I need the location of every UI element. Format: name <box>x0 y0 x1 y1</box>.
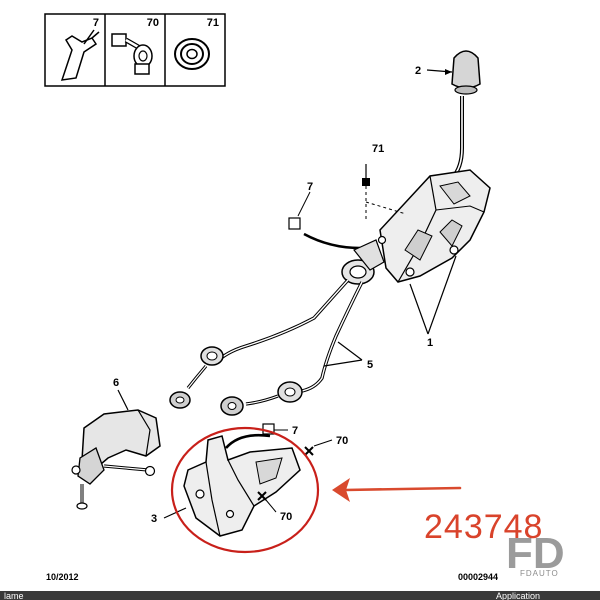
shifter-base-housing <box>377 169 491 283</box>
clip-icon <box>60 29 100 81</box>
footer-date: 10/2012 <box>46 572 79 582</box>
highlight-circle <box>170 426 320 554</box>
callout-7-lower: 7 <box>292 425 298 437</box>
part-number-label: 243748 <box>424 508 543 546</box>
clip-7-marker-upper <box>288 217 301 230</box>
callout-70-upper: 70 <box>336 435 348 447</box>
watermark-logo: FD <box>506 529 565 578</box>
callout-71: 71 <box>372 143 384 155</box>
fdauto-watermark: FD FDAUTO <box>506 529 565 578</box>
bottom-strip-left-label: lame <box>4 591 24 600</box>
highlight-arrow <box>332 478 462 502</box>
watermark-text: FDAUTO <box>520 569 559 578</box>
callout-3: 3 <box>151 513 157 525</box>
cable-bracket-upper <box>341 239 385 285</box>
bottom-strip <box>0 591 600 600</box>
cable-support-bracket <box>183 433 301 537</box>
parts-legend-box: 7 70 71 <box>44 13 226 87</box>
bolt-70-marker-upper <box>304 446 314 456</box>
grommet-icon <box>174 38 210 70</box>
grommet-71-marker <box>362 178 370 186</box>
gearbox-linkage <box>71 409 161 510</box>
footer-ref: 00002944 <box>458 572 498 582</box>
callout-6: 6 <box>113 377 119 389</box>
bolt-washer-icon <box>111 33 153 75</box>
callout-2: 2 <box>415 65 421 77</box>
legend-ref-7: 7 <box>93 17 99 29</box>
gear-knob <box>451 50 481 95</box>
bolt-70-marker-lower <box>257 491 267 501</box>
gear-cables <box>169 278 364 416</box>
callout-7-upper: 7 <box>307 181 313 193</box>
callout-70-lower: 70 <box>280 511 292 523</box>
legend-ref-71: 71 <box>207 17 219 29</box>
bottom-strip-right-label: Application <box>496 591 540 600</box>
legend-ref-70: 70 <box>147 17 159 29</box>
callout-1: 1 <box>427 337 433 349</box>
callout-5: 5 <box>367 359 373 371</box>
gear-lever-rod <box>444 96 464 186</box>
